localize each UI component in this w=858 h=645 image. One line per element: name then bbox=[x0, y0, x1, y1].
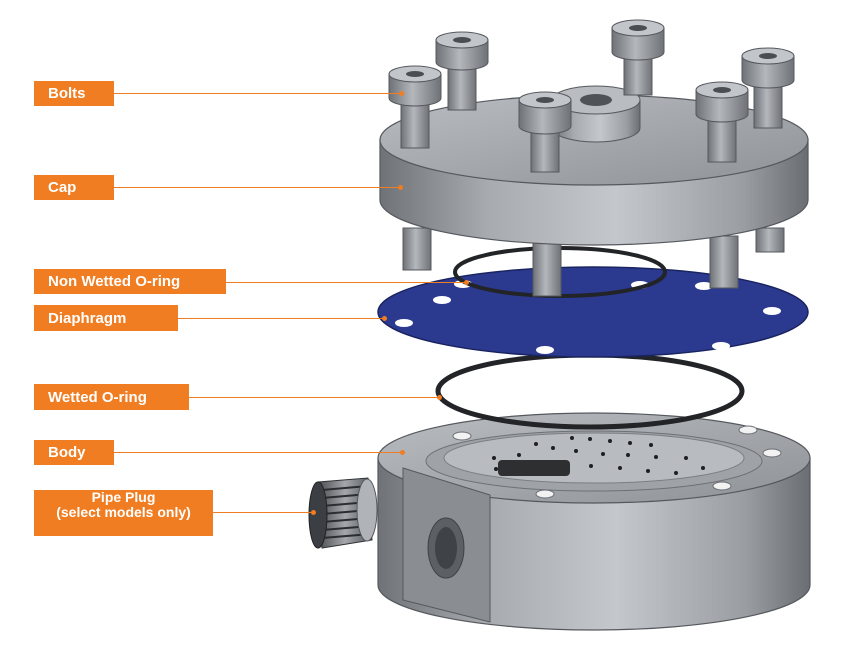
diaphragm-leader-dot bbox=[382, 316, 387, 321]
body-leader-dot bbox=[400, 450, 405, 455]
cap-leader bbox=[114, 187, 400, 188]
wetted-oring-leader-dot bbox=[437, 395, 442, 400]
bolts-leader-dot bbox=[399, 91, 404, 96]
cap-label: Cap bbox=[34, 175, 114, 200]
non-wetted-oring-leader bbox=[226, 282, 466, 283]
diaphragm-part bbox=[377, 266, 809, 358]
body-leader bbox=[114, 452, 402, 453]
pipe-plug-label-line1: Pipe Plug bbox=[91, 489, 156, 505]
diaphragm-label: Diaphragm bbox=[34, 305, 178, 331]
wetted-oring-label: Wetted O-ring bbox=[34, 384, 189, 410]
pipe-plug-leader bbox=[213, 512, 313, 513]
diaphragm-leader bbox=[178, 318, 384, 319]
body-label: Body bbox=[34, 440, 114, 465]
bolt-shanks bbox=[402, 227, 785, 297]
bolts-label: Bolts bbox=[34, 81, 114, 106]
non-wetted-oring-leader-dot bbox=[464, 280, 469, 285]
pipe-plug-part bbox=[308, 477, 378, 549]
body-part bbox=[377, 412, 811, 631]
wetted-oring-leader bbox=[189, 397, 439, 398]
pipe-plug-label-line2: (select models only) bbox=[56, 504, 191, 520]
pipe-plug-leader-dot bbox=[311, 510, 316, 515]
cap-leader-dot bbox=[398, 185, 403, 190]
bolts-leader bbox=[114, 93, 401, 94]
bolts-part bbox=[388, 19, 795, 173]
non-wetted-oring-label: Non Wetted O-ring bbox=[34, 269, 226, 294]
pipe-plug-label: Pipe Plug (select models only) bbox=[34, 490, 213, 536]
